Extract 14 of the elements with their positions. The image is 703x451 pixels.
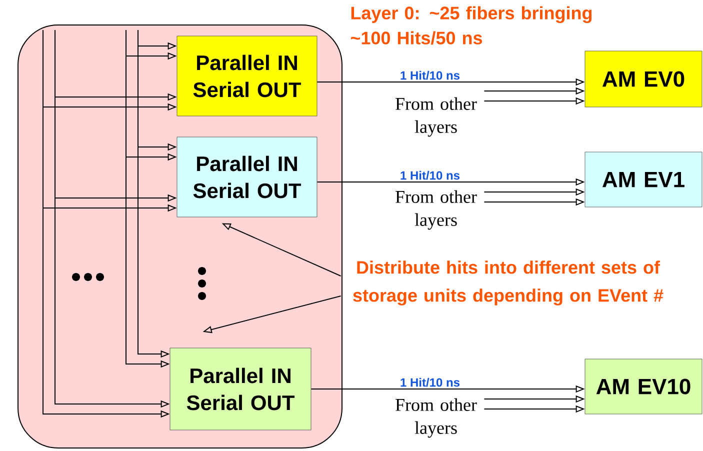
edge-label: 1 Hit/10 ns	[399, 170, 462, 181]
process-box: AM EV1	[584, 152, 702, 208]
process-box: Parallel IN Serial OUT	[176, 136, 318, 218]
edge-label: 1 Hit/10 ns	[399, 376, 462, 388]
process-box: Parallel IN Serial OUT	[170, 348, 312, 430]
edge-label: 1 Hit/10 ns	[399, 70, 462, 81]
input-note: From other layers	[396, 190, 477, 230]
process-box: Parallel IN Serial OUT	[176, 36, 318, 116]
heading-text: Layer 0: ~25 fibers bringing ~100 Hits/50 ns	[350, 6, 592, 45]
process-box: AM EV0	[584, 50, 702, 108]
input-note: From other layers	[396, 97, 477, 137]
process-box: AM EV10	[584, 358, 702, 414]
annotation-text: Distribute hits into different sets of storage units depending on EVent #	[353, 260, 664, 306]
input-note: From other layers	[396, 398, 477, 438]
